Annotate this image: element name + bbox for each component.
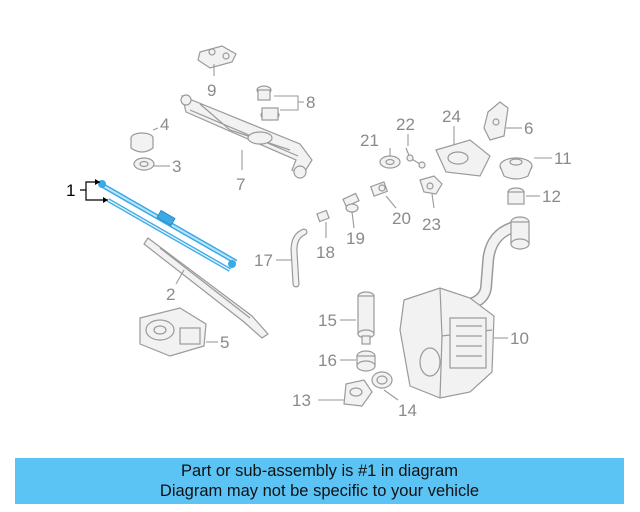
part-17-hose[interactable] (276, 228, 308, 288)
callout-9[interactable]: 9 (207, 81, 216, 100)
part-19-connector[interactable] (342, 192, 360, 229)
part-4-cap[interactable] (130, 127, 159, 153)
callout-14[interactable]: 14 (398, 401, 417, 420)
part-8-grommets[interactable] (256, 85, 304, 121)
part-10-washer-reservoir[interactable] (399, 216, 530, 399)
callout-1[interactable]: 1 (66, 181, 75, 200)
part-5-wiper-motor[interactable] (139, 307, 218, 357)
callout-19[interactable]: 19 (346, 229, 365, 248)
part-16-grommet[interactable] (340, 350, 376, 372)
callout-5[interactable]: 5 (220, 333, 229, 352)
callout-4[interactable]: 4 (160, 115, 169, 134)
part-12-filler-neck[interactable] (507, 187, 540, 205)
part-13-level-sensor[interactable] (318, 379, 373, 407)
callout-12[interactable]: 12 (542, 187, 561, 206)
callout-10[interactable]: 10 (510, 329, 529, 348)
callout-7[interactable]: 7 (236, 175, 245, 194)
callout-18[interactable]: 18 (316, 243, 335, 262)
callout-17[interactable]: 17 (254, 251, 273, 270)
part-9-bracket[interactable] (197, 45, 237, 76)
banner-line-1: Part or sub-assembly is #1 in diagram (181, 462, 458, 480)
parts-diagram: 9 8 7 4 3 (66, 45, 572, 420)
part-22-clip[interactable] (405, 134, 426, 169)
part-2-wiper-arm[interactable] (143, 237, 269, 339)
callout-13[interactable]: 13 (292, 391, 311, 410)
callout-6[interactable]: 6 (524, 119, 533, 138)
part-15-washer-pump[interactable] (340, 291, 375, 345)
info-banner: Part or sub-assembly is #1 in diagram Di… (15, 458, 624, 504)
part-3-nut[interactable] (133, 157, 170, 171)
part-20-nozzle[interactable] (369, 181, 397, 209)
callout-21[interactable]: 21 (360, 131, 379, 150)
callout-24[interactable]: 24 (442, 107, 461, 126)
callout-2[interactable]: 2 (166, 285, 175, 304)
part-24-pump-housing[interactable] (435, 126, 491, 177)
callout-8[interactable]: 8 (306, 93, 315, 112)
callout-16[interactable]: 16 (318, 351, 337, 370)
part-21-grommet[interactable] (379, 148, 401, 169)
callout-15[interactable]: 15 (318, 311, 337, 330)
banner-line-2: Diagram may not be specific to your vehi… (159, 482, 480, 500)
part-14-seal-ring[interactable] (371, 371, 399, 401)
callout-11[interactable]: 11 (554, 149, 572, 168)
callout-22[interactable]: 22 (396, 115, 415, 134)
part-18-connector[interactable] (316, 209, 330, 238)
part-7-linkage-frame[interactable] (180, 94, 313, 179)
callout-3[interactable]: 3 (172, 157, 181, 176)
part-11-cap[interactable] (499, 157, 552, 180)
callout-23[interactable]: 23 (422, 215, 441, 234)
callout-20[interactable]: 20 (392, 209, 411, 228)
part-1-wiper-blade[interactable] (80, 179, 238, 272)
part-23-fitting[interactable] (419, 175, 443, 209)
part-6-bracket[interactable] (483, 101, 522, 141)
